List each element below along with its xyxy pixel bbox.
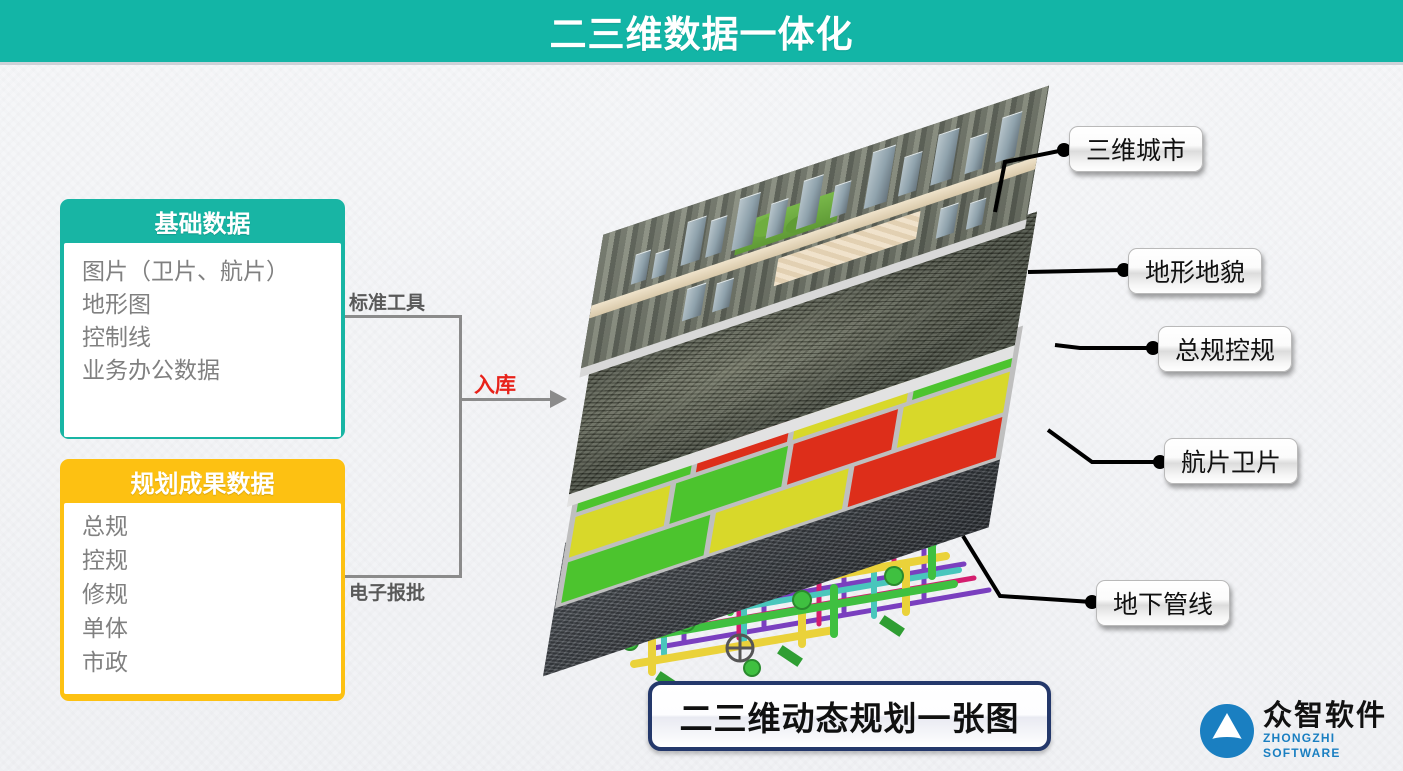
title-underline bbox=[0, 62, 1403, 65]
callout-terrain[interactable]: 地形地貌 bbox=[1128, 248, 1263, 294]
connector-line-vertical bbox=[459, 315, 462, 578]
page-title: 二三维数据一体化 bbox=[549, 14, 854, 55]
callout-label: 三维城市 bbox=[1086, 137, 1187, 165]
callout-label: 地形地貌 bbox=[1145, 259, 1246, 287]
data-box-planning-title: 规划成果数据 bbox=[130, 470, 275, 498]
logo-text: 众智软件 ZHONGZHI SOFTWARE bbox=[1263, 701, 1396, 761]
building bbox=[965, 197, 987, 230]
building bbox=[964, 132, 988, 175]
list-item: 图片（卫片、航片） bbox=[82, 258, 289, 284]
connector-label-arrow: 入库 bbox=[474, 374, 516, 397]
building bbox=[712, 277, 735, 313]
callout-pipelines[interactable]: 地下管线 bbox=[1096, 580, 1231, 626]
data-box-planning-list: 总规 控规 修规 单体 市政 bbox=[64, 503, 341, 694]
building bbox=[681, 282, 707, 322]
list-item: 修规 bbox=[82, 581, 128, 607]
building bbox=[994, 110, 1023, 163]
list-item: 地形图 bbox=[82, 291, 151, 317]
company-logo: 众智软件 ZHONGZHI SOFTWARE bbox=[1200, 700, 1396, 762]
connector-label-top: 标准工具 bbox=[349, 293, 426, 314]
connector-line-bottom bbox=[345, 575, 462, 578]
callout-zoning[interactable]: 总规控规 bbox=[1158, 326, 1293, 372]
list-item: 单体 bbox=[82, 615, 128, 641]
connector-line-top bbox=[345, 315, 462, 318]
building bbox=[651, 248, 670, 279]
logo-name-en: ZHONGZHI SOFTWARE bbox=[1263, 731, 1341, 760]
callout-label: 总规控规 bbox=[1175, 337, 1276, 365]
bottom-banner: 二三维动态规划一张图 bbox=[648, 681, 1051, 751]
list-item: 总规 bbox=[82, 513, 128, 539]
banner-reflection bbox=[660, 729, 1039, 745]
list-item: 业务办公数据 bbox=[82, 357, 220, 383]
connector-arrow-shaft bbox=[459, 398, 553, 401]
list-item: 市政 bbox=[82, 649, 128, 675]
connector-label-bottom: 电子报批 bbox=[349, 583, 426, 604]
callout-3d-city[interactable]: 三维城市 bbox=[1069, 126, 1204, 172]
callout-label: 地下管线 bbox=[1113, 591, 1214, 619]
bottom-banner-text: 二三维动态规划一张图 bbox=[679, 700, 1020, 737]
base-shape bbox=[1208, 737, 1246, 747]
title-bar: 二三维数据一体化 bbox=[0, 0, 1403, 65]
data-box-planning: 规划成果数据 总规 控规 修规 单体 市政 bbox=[60, 459, 345, 701]
list-item: 控规 bbox=[82, 547, 128, 573]
building bbox=[897, 150, 923, 197]
building bbox=[705, 215, 728, 258]
mountain-logo-icon bbox=[1200, 704, 1254, 758]
logo-name-cn: 众智软件 bbox=[1263, 700, 1388, 732]
data-box-basic-list: 图片（卫片、航片） 地形图 控制线 业务办公数据 bbox=[64, 243, 341, 437]
data-box-basic: 基础数据 图片（卫片、航片） 地形图 控制线 业务办公数据 bbox=[60, 199, 345, 439]
list-item: 控制线 bbox=[82, 324, 151, 350]
callout-label: 航片卫片 bbox=[1181, 449, 1282, 477]
building bbox=[630, 249, 651, 285]
building bbox=[863, 144, 896, 210]
building bbox=[829, 180, 852, 219]
layered-3d-illustration bbox=[542, 85, 1100, 693]
building bbox=[935, 202, 959, 239]
callout-aerial[interactable]: 航片卫片 bbox=[1164, 438, 1299, 484]
arrow-head-icon bbox=[550, 390, 567, 408]
building bbox=[930, 127, 960, 186]
data-box-basic-title: 基础数据 bbox=[154, 210, 251, 238]
building bbox=[680, 215, 707, 266]
